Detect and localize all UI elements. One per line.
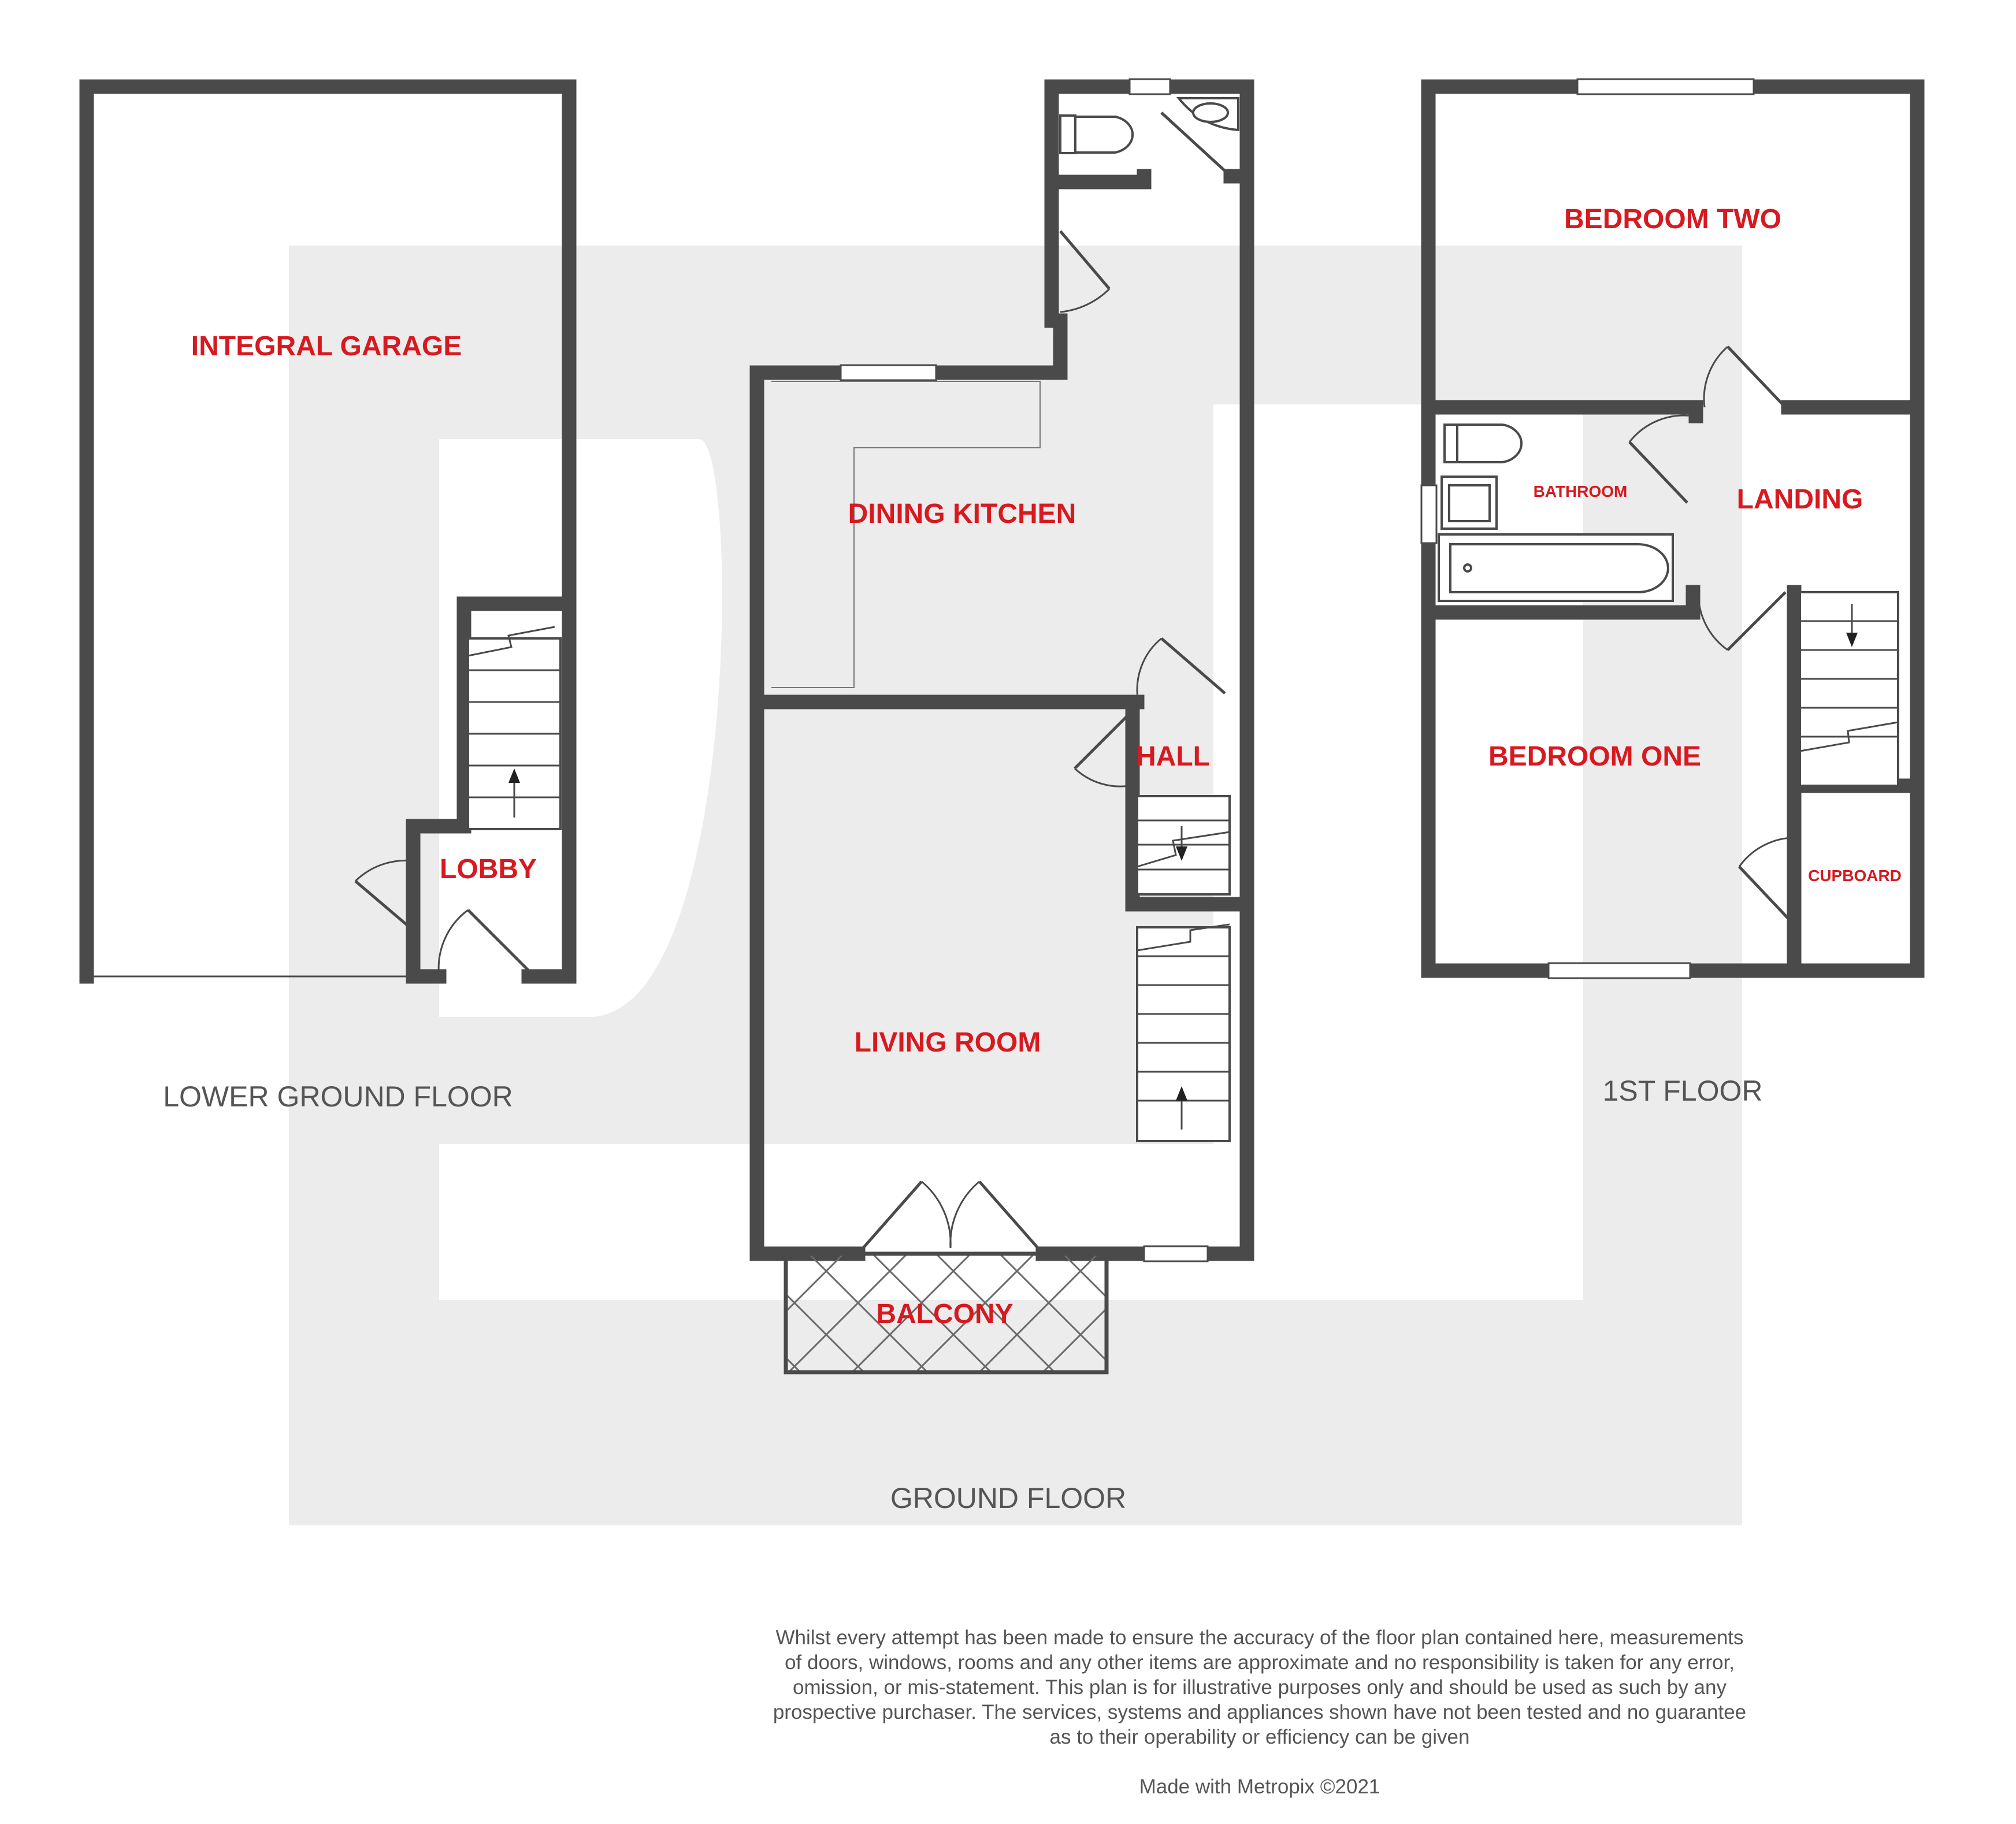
- door: [1703, 346, 1787, 408]
- door: [1738, 837, 1792, 920]
- window: [1143, 1245, 1209, 1262]
- window: [1547, 962, 1691, 979]
- room-label-hall: HALL: [1136, 741, 1210, 772]
- floor-label-ground: GROUND FLOOR: [890, 1482, 1126, 1514]
- window: [1576, 78, 1755, 95]
- basin: [1176, 97, 1239, 132]
- disclaimer-body: Whilst every attempt has been made to en…: [773, 1626, 1747, 1748]
- ground-floor: DINING KITCHEN HALL LIVING ROOM BALCONY …: [749, 78, 1254, 1514]
- lower-ground-floor: INTEGRAL GARAGE LOBBY LOWER GROUND FLOOR: [79, 79, 577, 1113]
- floor-plan: INTEGRAL GARAGE LOBBY LOWER GROUND FLOOR: [79, 78, 1925, 1525]
- balcony-deck: [784, 1251, 1109, 1374]
- door: [354, 859, 414, 931]
- room-label-landing: LANDING: [1737, 484, 1863, 515]
- window: [1420, 484, 1438, 544]
- door: [1136, 637, 1226, 703]
- watermark-logo: [289, 246, 1742, 1525]
- staircase: [467, 626, 562, 830]
- door: [437, 909, 530, 977]
- first-floor: BEDROOM TWO BATHROOM LANDING BEDROOM ONE…: [1420, 78, 1925, 1107]
- room-label-integral-garage: INTEGRAL GARAGE: [191, 331, 462, 362]
- room-label-bedroom-two: BEDROOM TWO: [1564, 204, 1781, 235]
- staircase: [1799, 591, 1899, 787]
- room-label-bedroom-one: BEDROOM ONE: [1488, 741, 1701, 772]
- metropix-credit: Made with Metropix ©2021: [1139, 1775, 1380, 1798]
- door: [1059, 230, 1111, 313]
- bath: [1438, 533, 1674, 602]
- door: [1160, 112, 1232, 177]
- staircase: [1136, 923, 1231, 1142]
- door: [1628, 414, 1694, 504]
- toilet: [1443, 424, 1523, 463]
- window: [840, 364, 937, 381]
- basin: [1440, 475, 1498, 530]
- door: [1698, 591, 1787, 651]
- toilet: [1059, 114, 1134, 154]
- floor-label-first: 1ST FLOOR: [1603, 1075, 1763, 1107]
- kitchen-worktop: [771, 381, 1041, 688]
- room-label-dining-kitchen: DINING KITCHEN: [848, 499, 1076, 529]
- room-label-lobby: LOBBY: [440, 854, 537, 885]
- floor-label-lower-ground: LOWER GROUND FLOOR: [163, 1080, 513, 1113]
- staircase: [1136, 795, 1231, 896]
- door: [1074, 712, 1131, 787]
- french-doors: [857, 1180, 1044, 1255]
- room-label-bathroom: BATHROOM: [1534, 482, 1628, 500]
- room-label-living-room: LIVING ROOM: [855, 1027, 1041, 1058]
- room-label-balcony: BALCONY: [876, 1299, 1013, 1329]
- disclaimer-text: Whilst every attempt has been made to en…: [716, 1600, 1803, 1824]
- room-label-cupboard: CUPBOARD: [1808, 867, 1902, 885]
- window: [1128, 78, 1171, 95]
